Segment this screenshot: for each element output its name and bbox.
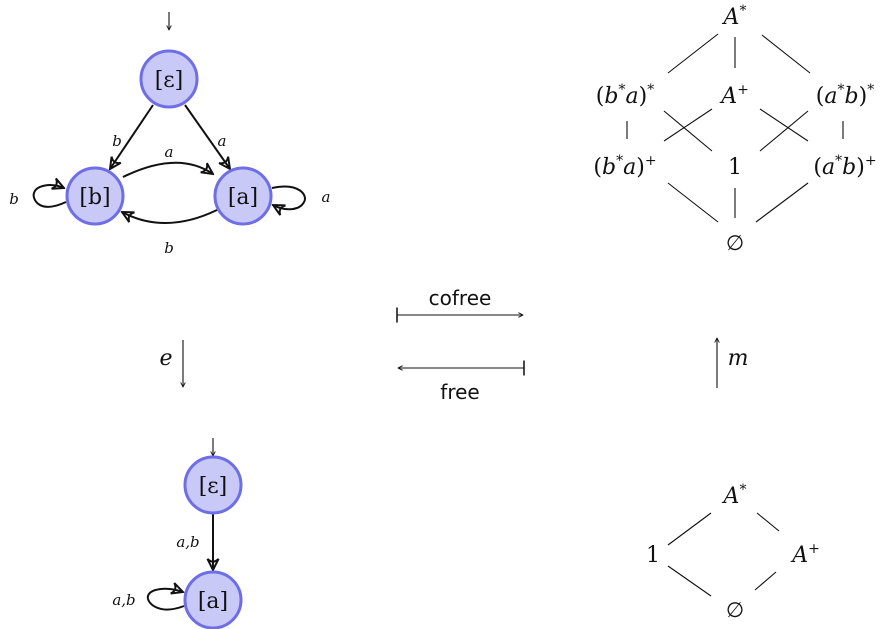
lattice-top-node-mid-upper: A+ [719,82,749,109]
lattice-edge [667,182,719,223]
lattice-edge [667,565,712,597]
lattice-bottom: A* 1 A+ ∅ [646,482,820,622]
lattice-top-node-mid-lower: 1 [728,155,742,180]
label-eps-to-b: b [112,132,122,150]
label-loop-b: b [9,190,19,208]
edge-b-to-a [122,161,213,178]
state-eps [139,49,199,109]
loop-a-bottom [146,589,184,611]
lattice-edge [755,182,809,223]
state-eps-bottom-label: [ε] [199,474,228,499]
lattice-edge [759,108,809,142]
loop-b [32,185,67,208]
automaton-bottom: [ε] [a] a,b a,b [112,438,243,629]
state-eps-label: [ε] [155,68,184,93]
label-eps-to-a-bottom: a,b [176,533,199,551]
lattice-edge [663,110,713,152]
lattice-edge [667,33,719,74]
lattice-edge [667,512,712,546]
lattice-bottom-node-bottom: ∅ [726,598,744,622]
lattice-top-node-left-lower: (b*a)+ [593,153,656,180]
label-loop-a-bottom: a,b [112,591,135,609]
lattice-top-node-left-upper: (b*a)* [596,82,654,109]
e-label: e [159,346,172,371]
loop-a [272,185,306,210]
lattice-top-node-bottom: ∅ [726,231,744,255]
state-eps-bottom [183,455,243,515]
lattice-bottom-node-left: 1 [646,543,660,568]
lattice-top: A* (b*a)* A+ (a*b)* (b*a)+ 1 (a*b)+ ∅ [593,3,876,255]
lattice-edge [754,571,777,591]
lattice-edge [759,110,809,152]
automaton-top: [ε] [b] [a] b a a b b a [9,12,330,257]
state-a [213,166,273,226]
lattice-top-node-right-upper: (a*b)* [816,82,874,109]
maps: cofree free e m [159,286,748,404]
lattice-bottom-node-top: A* [722,482,747,509]
label-a-to-b: b [164,239,174,257]
free-label: free [440,380,479,404]
label-b-to-a: a [165,143,174,161]
lattice-edge [756,512,780,532]
state-a-bottom-label: [a] [198,589,228,614]
state-b-label: [b] [79,185,110,210]
lattice-bottom-node-right: A+ [790,541,820,568]
edge-a-to-b [122,209,218,224]
label-eps-to-a: a [218,132,227,150]
m-label: m [728,346,749,371]
edge-eps-to-a [184,104,230,169]
cofree-label: cofree [429,286,492,310]
lattice-top-node-top: A* [722,3,747,30]
lattice-edge [761,34,811,74]
lattice-top-node-right-lower: (a*b)+ [813,153,876,180]
state-a-label: [a] [228,185,258,210]
state-a-bottom [183,570,243,629]
edge-eps-to-b [110,104,154,169]
label-loop-a: a [322,188,331,206]
lattice-edge [663,108,713,142]
state-b [65,166,125,226]
